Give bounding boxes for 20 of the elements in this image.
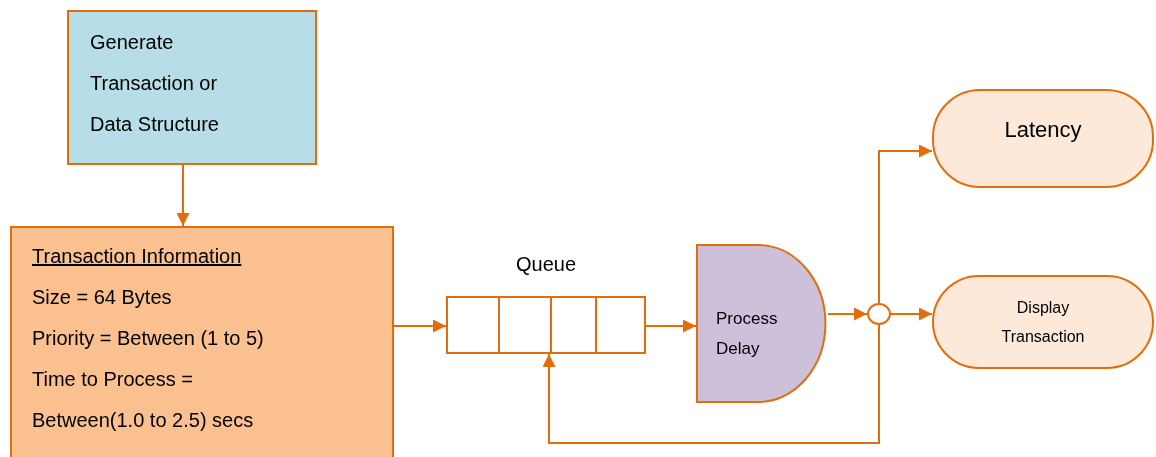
- queue-label: Queue: [514, 252, 578, 277]
- box-heading: Transaction Information: [32, 244, 243, 269]
- arrow: [827, 307, 868, 321]
- node-text: Generate Transaction or Data Structure: [90, 30, 220, 137]
- arrow: [645, 319, 697, 333]
- arrow: [542, 324, 880, 444]
- arrow: [393, 319, 447, 333]
- node-text: Priority = Between (1 to 5): [32, 326, 265, 351]
- node-text: Time to Process = Between(1.0 to 2.5) secs: [32, 367, 255, 433]
- process-box: [67, 10, 317, 165]
- node-text: Display Transaction: [1000, 298, 1086, 347]
- info-box: [10, 226, 394, 457]
- node-text: Process Delay: [716, 308, 779, 360]
- node-text: Size = 64 Bytes: [32, 285, 173, 310]
- arrow: [176, 164, 190, 227]
- node-text: Latency: [1004, 115, 1082, 144]
- delay-shape: [696, 244, 828, 403]
- arrow: [878, 144, 933, 304]
- arrow: [890, 307, 933, 321]
- junction-circle: [867, 303, 891, 325]
